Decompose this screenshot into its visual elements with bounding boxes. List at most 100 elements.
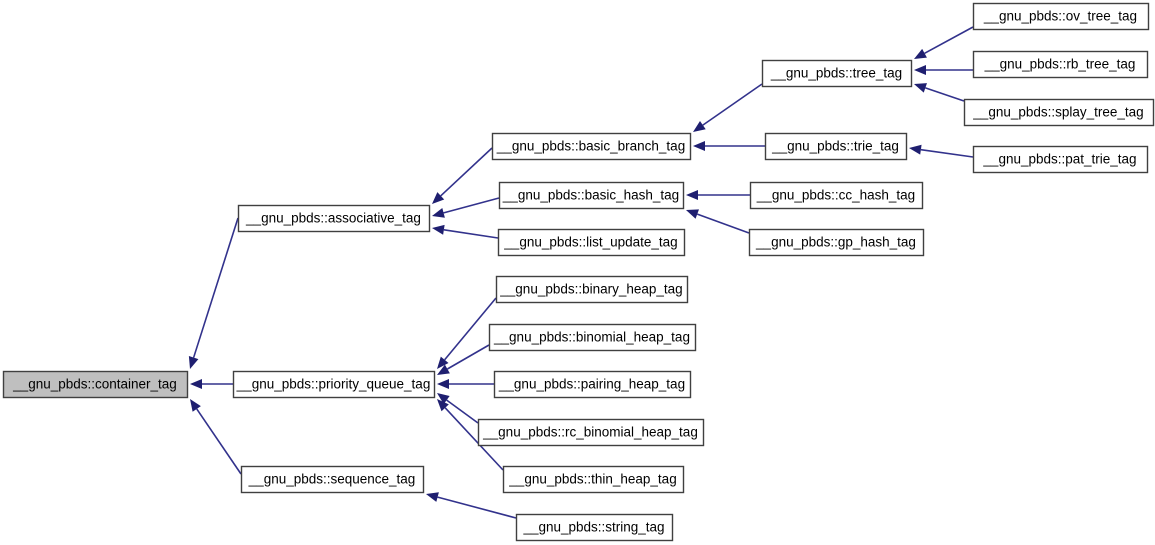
edge-line <box>444 297 497 361</box>
node-box-container_tag[interactable] <box>2 370 189 399</box>
node-basic_branch_tag[interactable]: __gnu_pbds::basic_branch_tag <box>491 132 692 161</box>
node-gp_hash_tag[interactable]: __gnu_pbds::gp_hash_tag <box>748 228 925 257</box>
node-box-cc_hash_tag[interactable] <box>749 181 924 210</box>
node-label-cc_hash_tag: __gnu_pbds::cc_hash_tag <box>756 188 915 203</box>
node-box-tree_tag[interactable] <box>761 59 913 88</box>
node-box-pat_trie_tag[interactable] <box>972 145 1149 174</box>
edge-arrowhead <box>190 399 201 412</box>
node-basic_hash_tag[interactable]: __gnu_pbds::basic_hash_tag <box>498 181 685 210</box>
node-trie_tag[interactable]: __gnu_pbds::trie_tag <box>764 132 908 161</box>
node-tree_tag[interactable]: __gnu_pbds::tree_tag <box>761 59 913 88</box>
node-box-associative_tag[interactable] <box>237 204 431 233</box>
edge-line <box>446 399 479 424</box>
node-box-pairing_heap_tag[interactable] <box>493 370 692 399</box>
node-box-trie_tag[interactable] <box>764 132 908 161</box>
edge-arrowhead <box>188 356 199 369</box>
node-ov_tree_tag[interactable]: __gnu_pbds::ov_tree_tag <box>972 2 1150 31</box>
node-box-basic_hash_tag[interactable] <box>498 181 685 210</box>
edges-layer <box>188 26 974 519</box>
node-label-tree_tag: __gnu_pbds::tree_tag <box>770 66 902 81</box>
node-label-ov_tree_tag: __gnu_pbds::ov_tree_tag <box>983 9 1137 24</box>
edge-arrowhead <box>190 379 202 389</box>
node-label-rc_binomial_heap_tag: __gnu_pbds::rc_binomial_heap_tag <box>482 425 698 440</box>
edge-line <box>437 496 517 519</box>
edge-line <box>192 217 239 358</box>
node-box-binomial_heap_tag[interactable] <box>488 323 697 352</box>
node-priority_queue_tag[interactable]: __gnu_pbds::priority_queue_tag <box>232 370 436 399</box>
edge-gp_hash_tag-to-basic_hash_tag <box>686 209 750 234</box>
edge-priority_queue_tag-to-container_tag <box>190 379 233 389</box>
edge-binary_heap_tag-to-priority_queue_tag <box>437 297 497 369</box>
edge-arrowhead <box>432 224 445 235</box>
node-box-rc_binomial_heap_tag[interactable] <box>477 418 705 447</box>
node-box-sequence_tag[interactable] <box>240 465 425 494</box>
node-pairing_heap_tag[interactable]: __gnu_pbds::pairing_heap_tag <box>493 370 692 399</box>
edge-ov_tree_tag-to-tree_tag <box>914 26 974 59</box>
node-box-ov_tree_tag[interactable] <box>972 2 1150 31</box>
edge-rb_tree_tag-to-tree_tag <box>914 65 973 75</box>
node-label-splay_tree_tag: __gnu_pbds::splay_tree_tag <box>972 105 1143 120</box>
node-container_tag[interactable]: __gnu_pbds::container_tag <box>2 370 189 399</box>
node-label-basic_hash_tag: __gnu_pbds::basic_hash_tag <box>502 188 679 203</box>
edge-arrowhead <box>686 209 699 219</box>
edge-arrowhead <box>426 492 439 502</box>
node-box-binary_heap_tag[interactable] <box>495 275 689 304</box>
edge-arrowhead <box>432 208 445 218</box>
node-box-rb_tree_tag[interactable] <box>972 50 1149 79</box>
node-label-gp_hash_tag: __gnu_pbds::gp_hash_tag <box>755 235 916 250</box>
edge-arrowhead <box>437 393 450 405</box>
node-box-string_tag[interactable] <box>515 513 674 542</box>
node-label-priority_queue_tag: __gnu_pbds::priority_queue_tag <box>236 377 431 392</box>
node-sequence_tag[interactable]: __gnu_pbds::sequence_tag <box>240 465 425 494</box>
edge-line <box>920 148 974 158</box>
node-binary_heap_tag[interactable]: __gnu_pbds::binary_heap_tag <box>495 275 689 304</box>
edge-arrowhead <box>914 48 927 59</box>
node-associative_tag[interactable]: __gnu_pbds::associative_tag <box>237 204 431 233</box>
node-rc_binomial_heap_tag[interactable]: __gnu_pbds::rc_binomial_heap_tag <box>477 418 705 447</box>
edge-cc_hash_tag-to-basic_hash_tag <box>686 190 750 200</box>
edge-basic_hash_tag-to-associative_tag <box>432 197 500 218</box>
node-box-basic_branch_tag[interactable] <box>491 132 692 161</box>
node-string_tag[interactable]: __gnu_pbds::string_tag <box>515 513 674 542</box>
node-box-list_update_tag[interactable] <box>497 228 686 257</box>
edge-line <box>696 213 750 234</box>
node-list_update_tag[interactable]: __gnu_pbds::list_update_tag <box>497 228 686 257</box>
node-label-associative_tag: __gnu_pbds::associative_tag <box>245 211 421 226</box>
edge-arrowhead <box>686 190 698 200</box>
node-box-splay_tree_tag[interactable] <box>963 98 1155 127</box>
edge-associative_tag-to-container_tag <box>188 217 239 369</box>
edge-line <box>702 83 763 126</box>
node-rb_tree_tag[interactable]: __gnu_pbds::rb_tree_tag <box>972 50 1149 79</box>
edge-arrowhead <box>693 121 706 132</box>
edge-arrowhead <box>909 144 922 155</box>
edge-line <box>925 87 965 102</box>
edge-arrowhead <box>914 65 926 75</box>
node-box-thin_heap_tag[interactable] <box>502 465 685 494</box>
node-label-binomial_heap_tag: __gnu_pbds::binomial_heap_tag <box>493 330 690 345</box>
node-binomial_heap_tag[interactable]: __gnu_pbds::binomial_heap_tag <box>488 323 697 352</box>
edge-arrowhead <box>693 141 705 151</box>
edge-line <box>444 407 504 471</box>
node-box-priority_queue_tag[interactable] <box>232 370 436 399</box>
edge-sequence_tag-to-container_tag <box>190 399 242 475</box>
edge-tree_tag-to-basic_branch_tag <box>693 83 763 132</box>
edge-rc_binomial_heap_tag-to-priority_queue_tag <box>437 393 479 424</box>
node-thin_heap_tag[interactable]: __gnu_pbds::thin_heap_tag <box>502 465 685 494</box>
edge-arrowhead <box>914 83 927 93</box>
node-splay_tree_tag[interactable]: __gnu_pbds::splay_tree_tag <box>963 98 1155 127</box>
edge-basic_branch_tag-to-associative_tag <box>432 147 493 204</box>
edge-binomial_heap_tag-to-priority_queue_tag <box>437 344 490 375</box>
node-pat_trie_tag[interactable]: __gnu_pbds::pat_trie_tag <box>972 145 1149 174</box>
node-label-string_tag: __gnu_pbds::string_tag <box>522 520 664 535</box>
edge-trie_tag-to-basic_branch_tag <box>693 141 765 151</box>
edge-list_update_tag-to-associative_tag <box>432 224 499 239</box>
node-box-gp_hash_tag[interactable] <box>748 228 925 257</box>
node-label-trie_tag: __gnu_pbds::trie_tag <box>771 139 899 154</box>
node-label-container_tag: __gnu_pbds::container_tag <box>12 377 177 392</box>
edge-string_tag-to-sequence_tag <box>426 492 517 519</box>
node-cc_hash_tag[interactable]: __gnu_pbds::cc_hash_tag <box>749 181 924 210</box>
node-label-binary_heap_tag: __gnu_pbds::binary_heap_tag <box>499 282 682 297</box>
